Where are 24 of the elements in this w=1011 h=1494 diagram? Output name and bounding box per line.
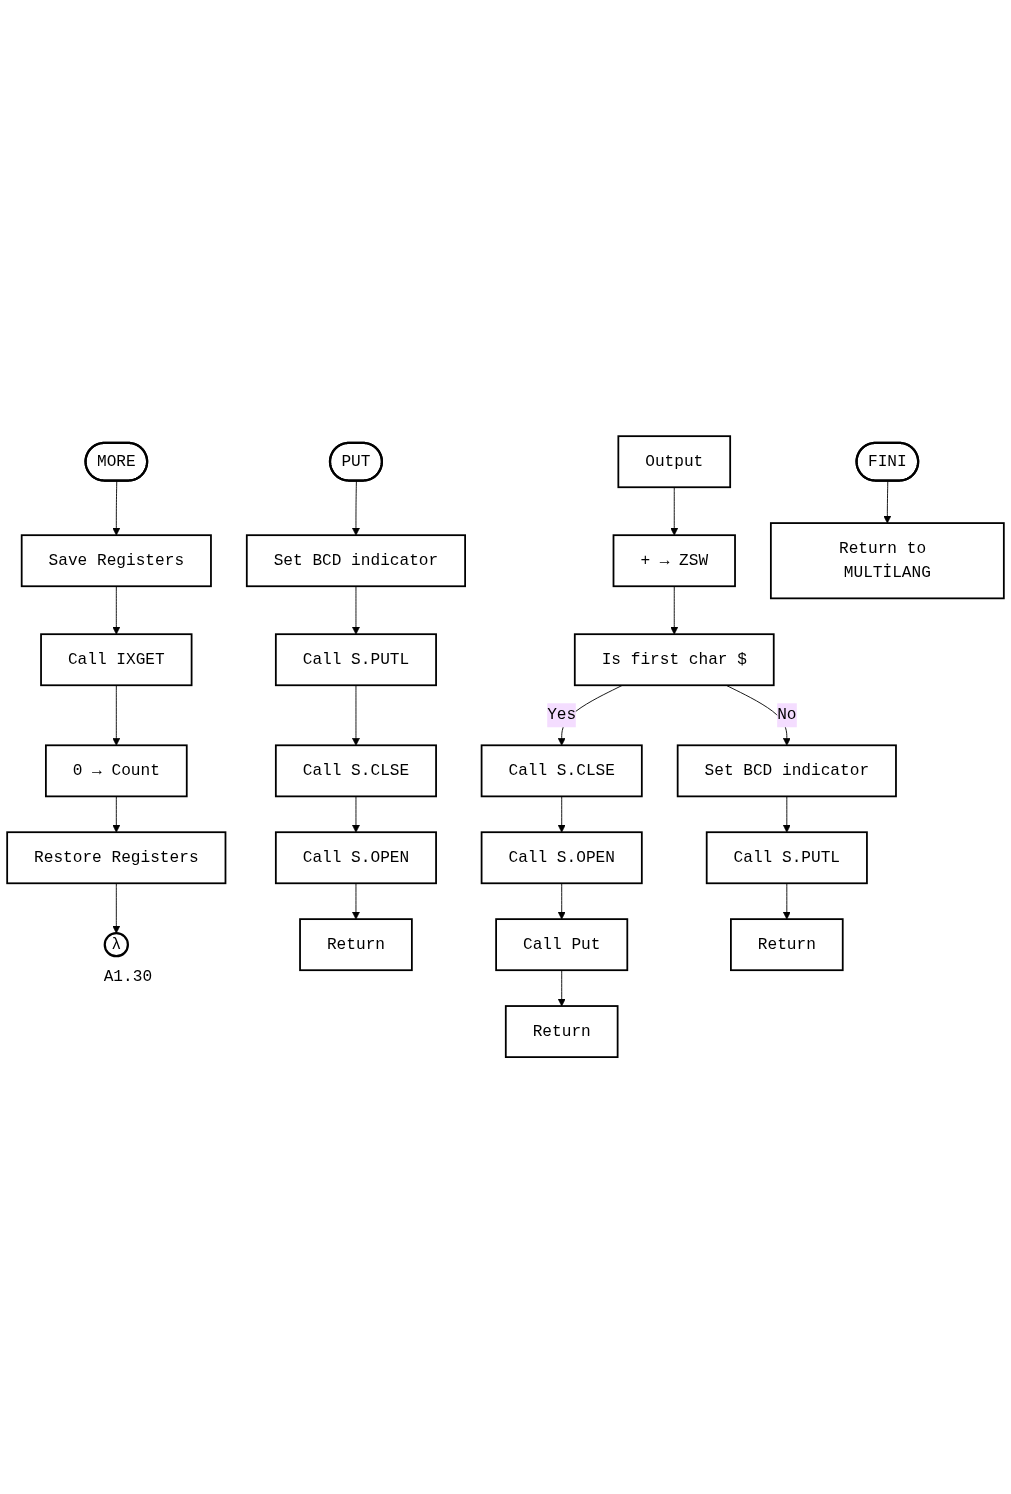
node-box: Restore Registers	[6, 831, 227, 885]
node-box: Call S.PUTL	[274, 633, 437, 687]
node-box: Save Registers	[20, 534, 212, 588]
node-box: Set BCD indicator	[245, 534, 466, 588]
node-box: Call IXGET	[40, 633, 193, 687]
node-box: Return to MULTİLANG	[769, 522, 1005, 600]
node-box: Return	[504, 1005, 619, 1059]
node-box: Call S.CLSE	[480, 744, 643, 798]
node-box: + → ZSW	[612, 534, 736, 588]
node-box: Is first char $	[573, 633, 775, 687]
edge-label: Yes	[547, 706, 577, 725]
node-box: Return	[730, 918, 844, 972]
node-box: 0 → Count	[45, 744, 188, 798]
node-label: A1.30	[103, 967, 153, 986]
node-circle: λ	[103, 932, 129, 958]
node-box: Call S.PUTL	[705, 831, 868, 885]
node-box: Return	[299, 918, 413, 972]
node-box: Output	[617, 435, 732, 489]
node-box: Set BCD indicator	[676, 744, 897, 798]
edge-label: No	[777, 706, 797, 725]
node-box: Call S.OPEN	[274, 831, 437, 885]
node-box: Call S.CLSE	[274, 744, 437, 798]
node-box: Call Put	[495, 918, 629, 972]
node-box: Call S.OPEN	[480, 831, 643, 885]
